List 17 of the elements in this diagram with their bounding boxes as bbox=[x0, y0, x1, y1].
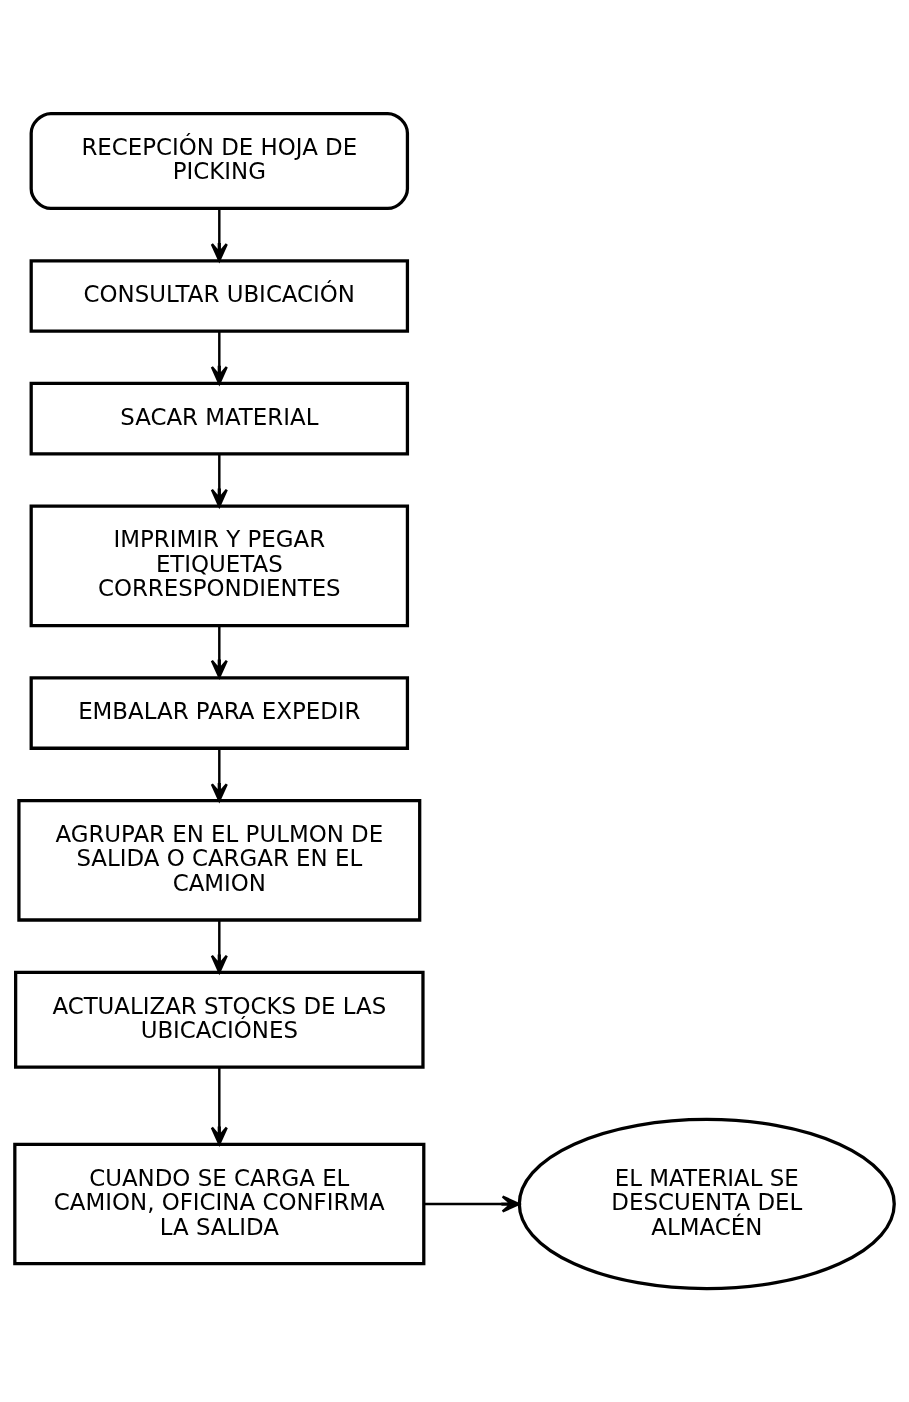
arrow bbox=[210, 208, 228, 262]
node-box: EMBALAR PARA EXPEDIR bbox=[29, 676, 410, 750]
node-box: SACAR MATERIAL bbox=[29, 381, 410, 456]
arrow bbox=[210, 331, 228, 385]
node-box: ACTUALIZAR STOCKS DE LAS UBICACIÓNES bbox=[14, 970, 425, 1069]
arrow bbox=[424, 1195, 521, 1213]
arrow bbox=[210, 920, 228, 974]
node-box: IMPRIMIR Y PEGAR ETIQUETAS CORRESPONDIENTES bbox=[29, 504, 410, 628]
node-box: CUANDO SE CARGA EL CAMION, OFICINA CONFIRMA LA SALIDA bbox=[13, 1142, 426, 1266]
node-ellipse: EL MATERIAL SE DESCUENTA DEL ALMACÉN bbox=[517, 1117, 896, 1291]
arrow bbox=[210, 1067, 228, 1146]
node-box: AGRUPAR EN EL PULMON DE SALIDA O CARGAR EN EL CAMION bbox=[17, 798, 422, 922]
arrow bbox=[210, 748, 228, 802]
arrow bbox=[210, 625, 228, 679]
node-box: CONSULTAR UBICACIÓN bbox=[29, 259, 410, 333]
node-box: RECEPCIÓN DE HOJA DE PICKING bbox=[29, 111, 410, 211]
arrow bbox=[210, 454, 228, 508]
